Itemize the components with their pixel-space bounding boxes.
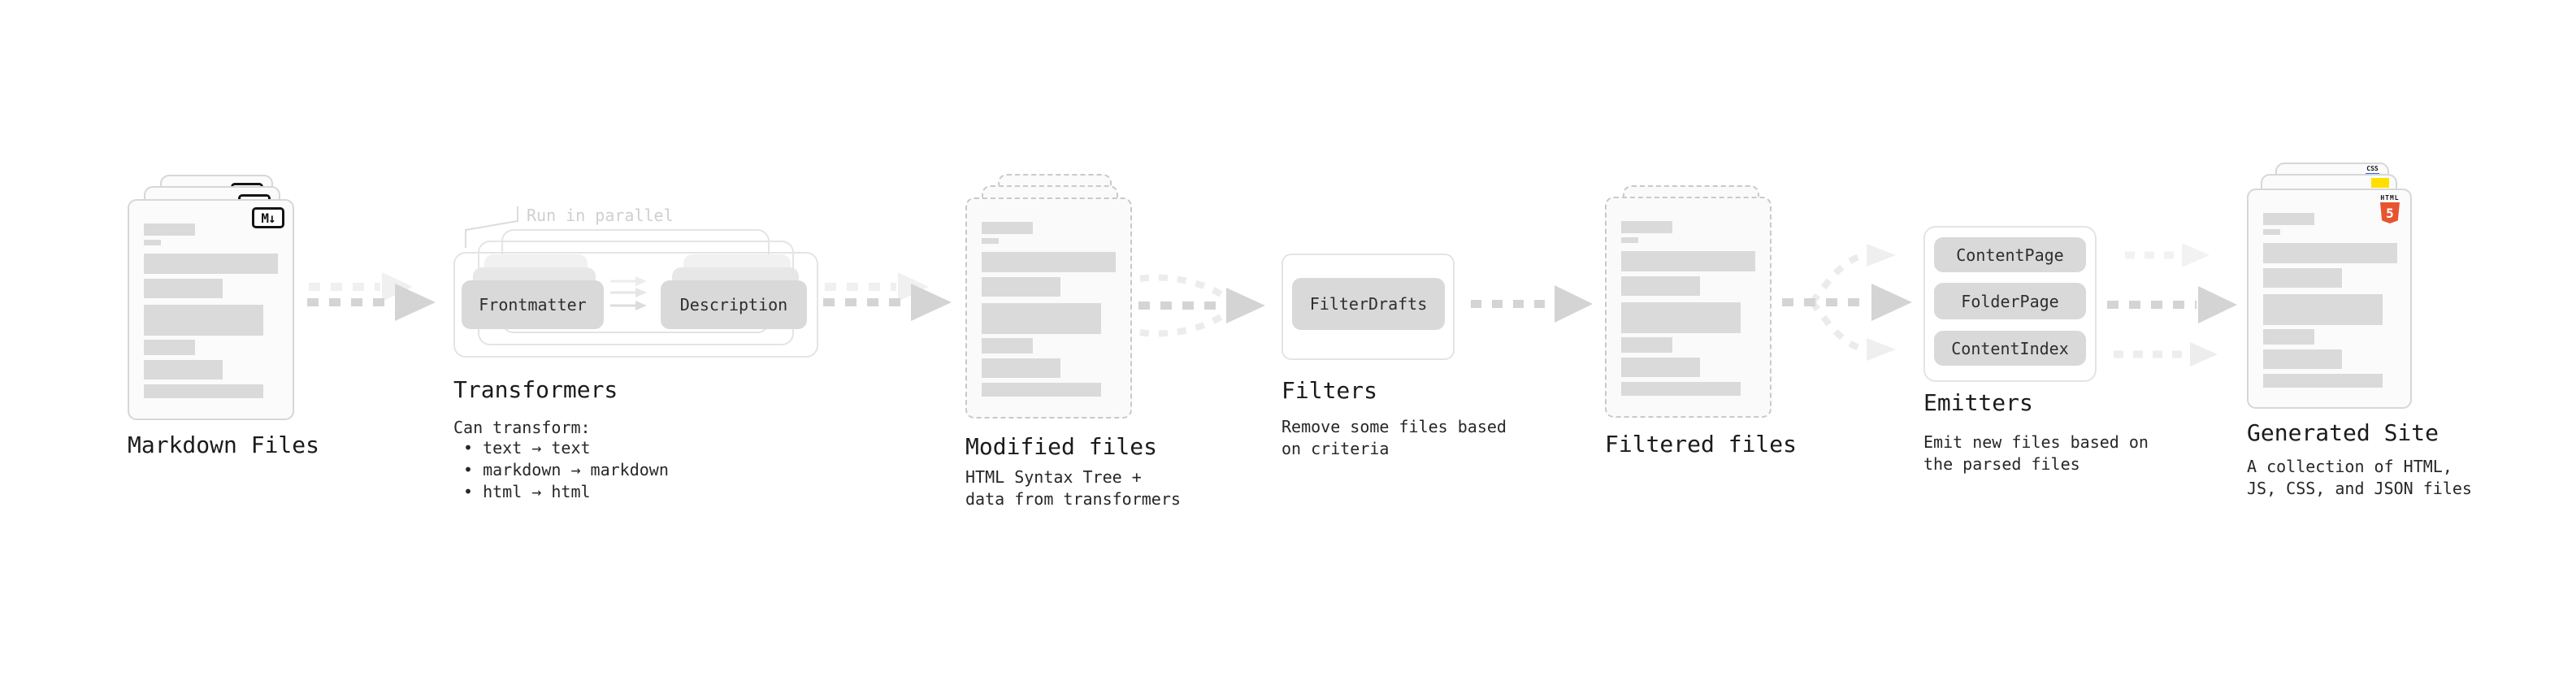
transformer-frame-front [453, 252, 818, 358]
emitters-label: Emitters [1923, 389, 2033, 416]
flow-arrow-filters-to-filtered [1471, 285, 1593, 323]
doc-content-placeholder [1607, 198, 1770, 416]
emitter-pill-folderpage: FolderPage [1934, 283, 2086, 319]
sub-line: JS, CSS, and JSON files [2247, 479, 2472, 498]
filters-sub: Remove some files based on criteria [1281, 416, 1507, 460]
document-card-front: M↓ [128, 199, 294, 420]
bullet-item: • markdown → markdown [463, 460, 669, 479]
sub-line: data from transformers [965, 489, 1181, 509]
sub-line: Emit new files based on [1923, 432, 2149, 452]
html5-word: HTML [2380, 194, 2400, 202]
document-card-front: HTML 5 [2247, 189, 2412, 409]
html5-shield: 5 [2380, 202, 2400, 223]
sub-line: A collection of HTML, [2247, 457, 2452, 476]
flow-arrow-markdown-to-transformers [307, 272, 436, 321]
modified-files-sub: HTML Syntax Tree +data from transformers [965, 466, 1181, 510]
flow-arrow-emitters-to-site [2107, 243, 2237, 367]
markdown-files-label: Markdown Files [128, 432, 320, 458]
emitter-pill-contentpage: ContentPage [1934, 237, 2086, 272]
doc-content-placeholder [2249, 190, 2410, 407]
run-in-parallel-note: Run in parallel [527, 206, 674, 225]
js-file-icon [2371, 178, 2389, 188]
filter-pill-filterdrafts: FilterDrafts [1292, 278, 1445, 330]
sub-line: Remove some files based [1281, 417, 1507, 436]
sub-line: on criteria [1281, 439, 1390, 458]
sub-line: HTML Syntax Tree + [965, 467, 1142, 487]
emitter-pill-contentindex: ContentIndex [1934, 331, 2086, 366]
transformer-pill-frontmatter: Frontmatter [462, 280, 604, 329]
bullet-item: • text → text [463, 438, 591, 458]
document-card-front [965, 197, 1132, 419]
flow-arrow-transformers-to-modified [823, 272, 952, 321]
transformers-label: Transformers [453, 376, 618, 403]
generated-site-sub: A collection of HTML, JS, CSS, and JSON f… [2247, 456, 2472, 500]
transformer-pill-description: Description [661, 280, 807, 329]
html5-icon: HTML 5 [2379, 194, 2400, 223]
doc-content-placeholder [967, 199, 1130, 417]
bullet-item: • html → html [463, 482, 591, 501]
transformers-bullets: • text → text • markdown → markdown • html… [453, 437, 669, 503]
note-leader-line [465, 206, 518, 248]
sub-line: the parsed files [1923, 454, 2080, 474]
transformers-sub-title: Can transform: [453, 418, 591, 437]
filtered-files-label: Filtered files [1605, 431, 1798, 458]
pill-flow-arrows [610, 276, 647, 310]
markdown-icon: M↓ [252, 207, 284, 228]
generated-site-label: Generated Site [2247, 419, 2439, 446]
html5-number: 5 [2386, 205, 2394, 221]
flow-arrow-modified-to-filters [1138, 274, 1265, 337]
doc-content-placeholder [129, 201, 293, 419]
flow-arrow-filtered-to-emitters [1782, 244, 1912, 361]
document-card-front [1605, 197, 1772, 418]
css-badge-text: CSS [2366, 165, 2379, 172]
filters-label: Filters [1281, 377, 1378, 404]
modified-files-label: Modified files [965, 433, 1158, 460]
